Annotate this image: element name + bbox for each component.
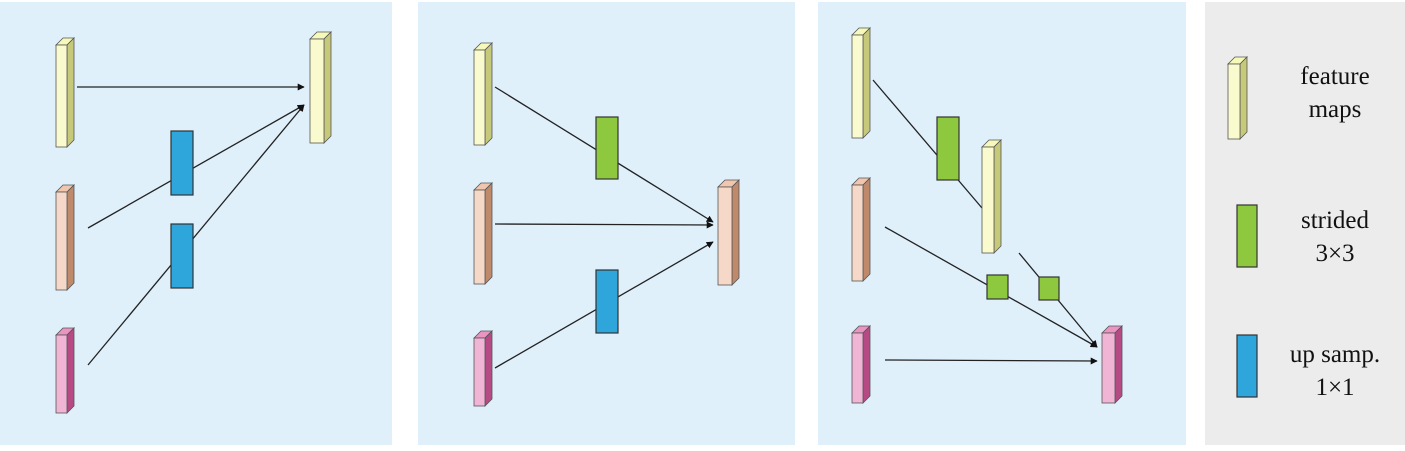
upsample-block — [170, 223, 194, 289]
feature-map-pink — [851, 325, 871, 404]
feature-map-pink — [473, 330, 493, 407]
feature-map-yellow — [55, 37, 75, 148]
upsample-icon — [1236, 334, 1258, 398]
feature-map-orange — [55, 184, 75, 291]
connection-line — [87, 104, 305, 229]
feature-map-yellow — [851, 27, 871, 139]
legend-label-feature-maps: feature maps — [1300, 63, 1370, 123]
feature-map-yellow — [473, 42, 493, 146]
strided-conv-block — [1038, 276, 1060, 301]
feature-map-icon — [1227, 56, 1248, 140]
strided-conv-block — [986, 274, 1009, 300]
connection-line — [872, 79, 983, 209]
upsample-block — [170, 130, 194, 196]
strided-conv-block — [595, 116, 619, 180]
connection-line — [494, 221, 714, 229]
output-feature-map — [717, 179, 740, 286]
connection-line — [884, 357, 1098, 365]
panel-bottom-up-fusion — [818, 2, 1186, 445]
upsample-block — [595, 269, 619, 334]
strided-conv-icon — [1236, 204, 1258, 268]
connection-line — [87, 104, 305, 366]
legend-label-strided: strided 3×3 — [1300, 207, 1370, 267]
output-feature-map — [309, 31, 332, 144]
intermediate-feature-map — [981, 139, 1002, 254]
output-feature-map — [1101, 325, 1123, 404]
feature-map-orange — [473, 182, 493, 285]
feature-map-pink — [55, 327, 75, 414]
feature-map-orange — [851, 177, 871, 282]
strided-conv-block — [936, 116, 960, 181]
legend-label-upsample: up samp. 1×1 — [1289, 341, 1381, 401]
